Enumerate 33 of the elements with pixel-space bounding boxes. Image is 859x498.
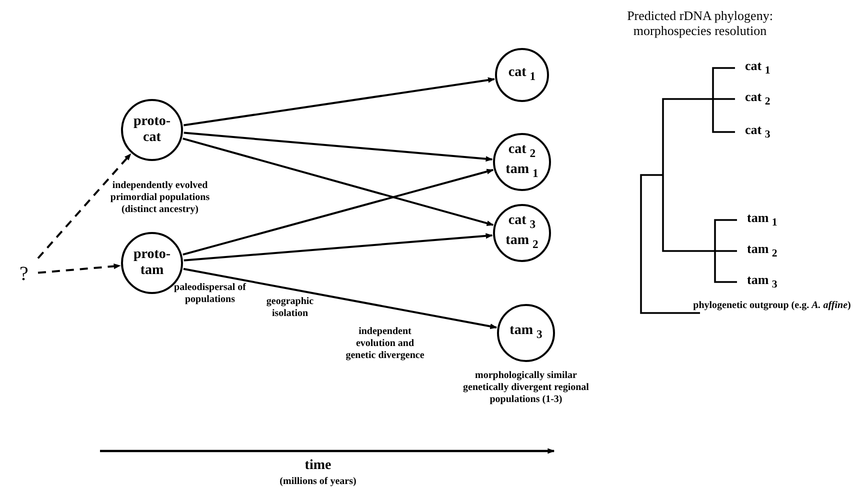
taxon-label: tam $_{3}$ bbox=[747, 272, 778, 291]
question-mark: ? bbox=[14, 262, 34, 286]
annotation-text: paleodispersal of populations bbox=[173, 282, 247, 306]
node-caption: independently evolved primordial populations (distinct ancestry) bbox=[109, 180, 211, 216]
node-label: proto-cat bbox=[132, 114, 172, 146]
node-label: cat $_{2}$ bbox=[508, 142, 536, 162]
arrow bbox=[182, 138, 494, 226]
arrow bbox=[184, 233, 493, 262]
arrow bbox=[184, 132, 493, 162]
arrow bbox=[184, 77, 495, 126]
population-circle bbox=[495, 48, 549, 102]
node-label: cat $_{3}$ bbox=[508, 213, 536, 233]
annotation-text: phylogenetic outgroup (e.g. A. affine) bbox=[692, 300, 852, 312]
arrow bbox=[182, 168, 494, 256]
axis-title: time bbox=[304, 458, 332, 474]
taxon-label: tam $_{1}$ bbox=[747, 210, 778, 229]
taxon-label: cat $_{3}$ bbox=[745, 122, 770, 141]
node-label: tam $_{1}$ bbox=[506, 162, 538, 182]
node-label: tam $_{3}$ bbox=[510, 323, 542, 343]
node-label: proto-tam bbox=[132, 247, 172, 279]
node-label: cat $_{1}$ bbox=[508, 65, 536, 85]
node-caption: morphologically similar genetically divergent regional populations (1-3) bbox=[462, 370, 590, 406]
taxon-label: cat $_{1}$ bbox=[745, 58, 770, 77]
node-label: tam $_{2}$ bbox=[506, 233, 538, 253]
annotation-text: geographic isolation bbox=[265, 296, 315, 320]
tree-heading: Predicted rDNA phylogeny: morphospecies resolution bbox=[626, 8, 774, 38]
arrow bbox=[183, 268, 498, 330]
arrow bbox=[37, 153, 132, 259]
arrow bbox=[38, 264, 121, 274]
annotation-text: independent evolution and genetic divergence bbox=[344, 326, 426, 362]
taxon-label: cat $_{2}$ bbox=[745, 89, 770, 108]
taxon-label: tam $_{2}$ bbox=[747, 241, 778, 260]
annotation-text: (millions of years) bbox=[278, 476, 358, 488]
